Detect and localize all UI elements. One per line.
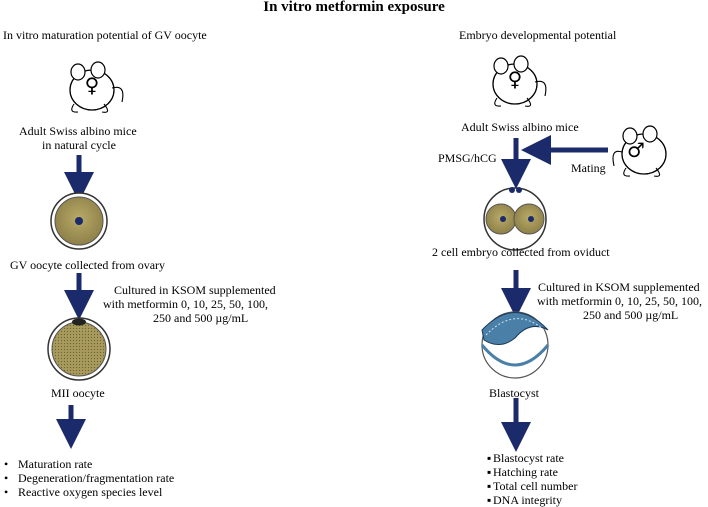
left-result-item: Maturation rate bbox=[4, 457, 174, 471]
right-culture-line2: with metformin 0, 10, 25, 50, 100, bbox=[537, 294, 702, 308]
right-result-item: DNA integrity bbox=[487, 493, 577, 507]
left-mouse-label-line2: in natural cycle bbox=[42, 138, 116, 152]
right-culture-line3: 250 and 500 µg/mL bbox=[583, 308, 679, 322]
right-result-item: Hatching rate bbox=[487, 465, 577, 479]
left-culture-line3: 250 and 500 µg/mL bbox=[153, 311, 249, 325]
female-mouse-right-icon bbox=[492, 55, 547, 107]
female-symbol-left: ♀ bbox=[85, 73, 100, 97]
gv-oocyte-icon bbox=[50, 192, 108, 250]
male-mouse-icon bbox=[612, 125, 667, 177]
mating-label: Mating bbox=[571, 161, 606, 175]
hormone-label: PMSG/hCG bbox=[438, 151, 497, 165]
right-result-item: Blastocyst rate bbox=[487, 451, 577, 465]
right-heading: Embryo developmental potential bbox=[459, 28, 617, 42]
female-symbol-right: ♀ bbox=[508, 67, 523, 91]
figure-title: In vitro metformin exposure bbox=[263, 0, 445, 15]
right-mouse-label: Adult Swiss albino mice bbox=[461, 120, 579, 134]
male-symbol: ♂ bbox=[627, 138, 645, 162]
left-mouse-label-line1: Adult Swiss albino mice bbox=[19, 124, 137, 138]
mii-oocyte-icon bbox=[47, 317, 111, 381]
left-heading: In vitro maturation potential of GV oocy… bbox=[3, 28, 207, 42]
left-result-item: Reactive oxygen species level bbox=[4, 485, 174, 499]
right-results-list: Blastocyst rate Hatching rate Total cell… bbox=[487, 451, 577, 507]
blastocyst-icon bbox=[480, 311, 550, 379]
mii-oocyte-label: MII oocyte bbox=[51, 386, 105, 400]
left-result-item: Degeneration/fragmentation rate bbox=[4, 471, 174, 485]
left-culture-line2: with metformin 0, 10, 25, 50, 100, bbox=[103, 297, 268, 311]
two-cell-embryo-icon bbox=[483, 187, 547, 251]
right-result-item: Total cell number bbox=[487, 479, 577, 493]
left-results-list: Maturation rate Degeneration/fragmentati… bbox=[4, 457, 174, 499]
gv-oocyte-label: GV oocyte collected from ovary bbox=[10, 258, 166, 272]
right-culture-line1: Cultured in KSOM supplemented bbox=[538, 280, 700, 294]
left-culture-line1: Cultured in KSOM supplemented bbox=[114, 283, 276, 297]
embryo-label: 2 cell embryo collected from oviduct bbox=[432, 245, 610, 259]
female-mouse-left-icon bbox=[69, 61, 124, 113]
blastocyst-label: Blastocyst bbox=[489, 386, 539, 400]
